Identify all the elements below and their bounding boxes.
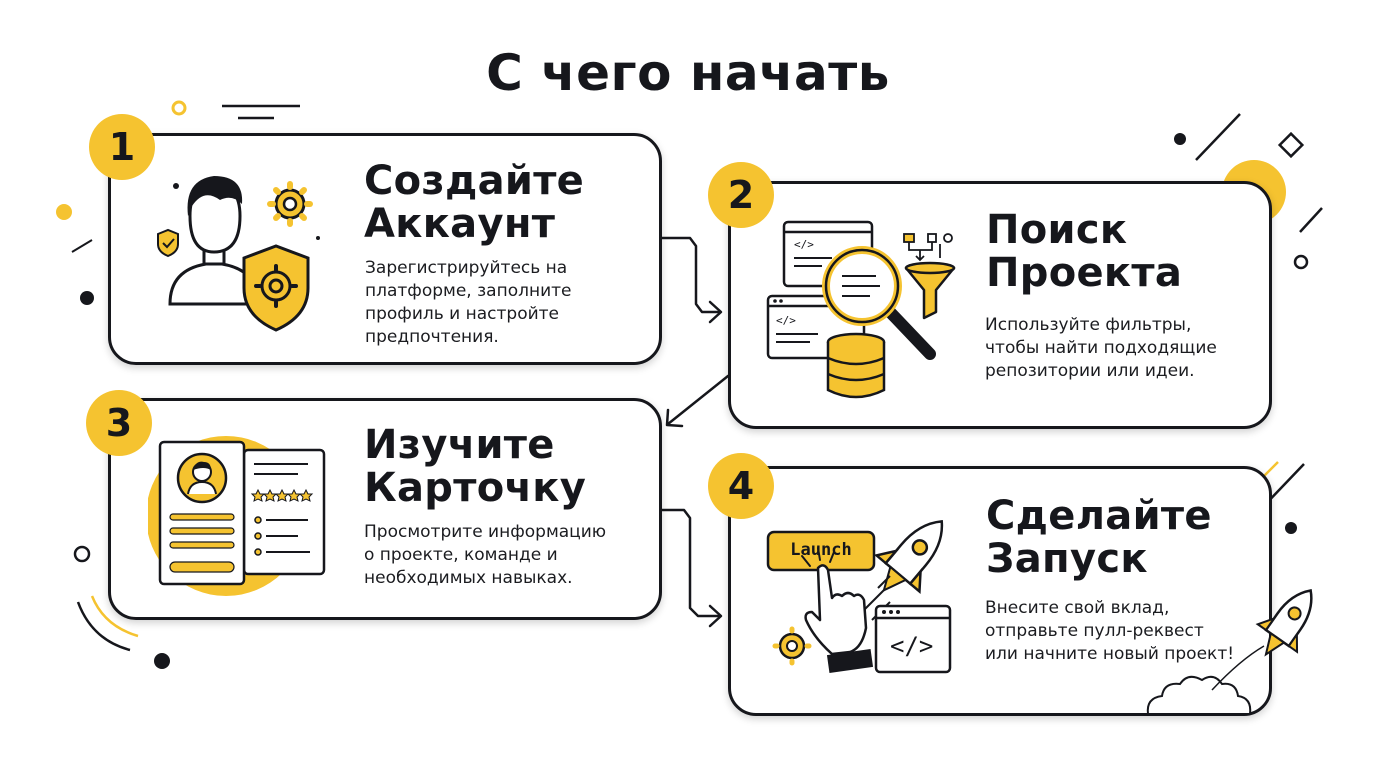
step-description-4-line3: или начните новый проект! bbox=[985, 644, 1235, 664]
step-description-3: Просмотрите информацию о проекте, команд… bbox=[364, 521, 606, 590]
step-description-1-line4: предпочтения. bbox=[365, 327, 499, 347]
step-description-4: Внесите свой вклад, отправьте пулл-рекве… bbox=[985, 597, 1234, 666]
step-heading-2-line2: Проекта bbox=[986, 250, 1183, 296]
profile-card-icon bbox=[148, 436, 326, 596]
arrow-1-to-2 bbox=[660, 236, 723, 324]
svg-text:</>: </> bbox=[794, 238, 814, 251]
step-heading-2-line1: Поиск bbox=[986, 207, 1128, 253]
step-description-3-line2: о проекте, команде и bbox=[364, 545, 558, 565]
launch-rocket-icon: </> bbox=[766, 520, 952, 674]
user-account-icon bbox=[157, 176, 320, 332]
step-description-2-line1: Используйте фильтры, bbox=[985, 315, 1192, 335]
arrow-2-to-3 bbox=[665, 374, 730, 428]
step-description-3-line1: Просмотрите информацию bbox=[364, 522, 607, 542]
step-description-2-line2: чтобы найти подходящие bbox=[985, 338, 1217, 358]
step-description-4-line1: Внесите свой вклад, bbox=[985, 598, 1170, 618]
step-description-2-line3: репозитории или идеи. bbox=[985, 361, 1195, 381]
step-number-badge-2: 2 bbox=[708, 162, 774, 228]
svg-text:</>: </> bbox=[776, 314, 796, 327]
step-heading-2: Поиск Проекта bbox=[986, 209, 1182, 295]
step-heading-3-line2: Карточку bbox=[364, 465, 587, 511]
step-heading-1-line2: Аккаунт bbox=[364, 201, 556, 247]
step-description-1-line2: платформе, заполните bbox=[365, 281, 572, 301]
step-heading-4: Сделайте Запуск bbox=[986, 495, 1212, 581]
step-heading-1-line1: Создайте bbox=[364, 158, 585, 204]
step-heading-3-line1: Изучите bbox=[364, 422, 555, 468]
step-description-1-line1: Зарегистрируйтесь на bbox=[365, 258, 568, 278]
step-heading-3: Изучите Карточку bbox=[364, 424, 586, 510]
step-description-3-line3: необходимых навыках. bbox=[364, 568, 573, 588]
launch-button[interactable]: Launch bbox=[790, 540, 852, 560]
step-description-1-line3: профиль и настройте bbox=[365, 304, 560, 324]
step-heading-4-line2: Запуск bbox=[986, 536, 1148, 582]
step-heading-1: Создайте Аккаунт bbox=[364, 160, 584, 246]
step-description-1: Зарегистрируйтесь на платформе, заполнит… bbox=[365, 257, 571, 349]
step-card-4 bbox=[728, 466, 1272, 716]
svg-text:</>: </> bbox=[890, 632, 933, 660]
search-project-icon: </> </> bbox=[766, 220, 956, 399]
arrow-3-to-4 bbox=[660, 508, 723, 628]
page-title: С чего начать bbox=[486, 44, 890, 102]
step-number-badge-1: 1 bbox=[89, 114, 155, 180]
step-number-badge-3: 3 bbox=[86, 390, 152, 456]
corner-rocket-icon bbox=[1146, 589, 1313, 715]
step-number-badge-4: 4 bbox=[708, 453, 774, 519]
step-description-2: Используйте фильтры, чтобы найти подходя… bbox=[985, 314, 1217, 383]
step-description-4-line2: отправьте пулл-реквест bbox=[985, 621, 1204, 641]
step-heading-4-line1: Сделайте bbox=[986, 493, 1212, 539]
